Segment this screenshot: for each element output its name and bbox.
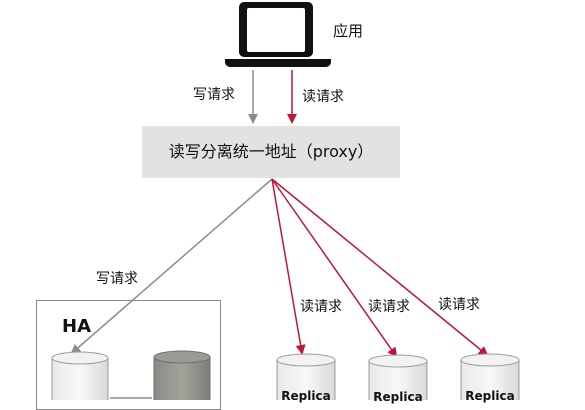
read-request-label-1: 读请求 [300, 299, 342, 315]
write-request-label-ha: 写请求 [96, 271, 138, 287]
write-request-label-top: 写请求 [193, 87, 235, 103]
replica-cylinder-1 [276, 353, 336, 400]
read-arrow-replica-3 [271, 178, 489, 357]
replica-label-3: Replica [465, 389, 515, 403]
diagram-canvas [51, 70, 520, 400]
replica-label-1: Replica [281, 389, 331, 403]
read-arrow-replica-2 [271, 178, 398, 358]
read-request-label-2: 读请求 [368, 299, 410, 315]
app-label: 应用 [333, 22, 364, 40]
ha-label: HA [62, 316, 91, 337]
write-arrow-ha [70, 178, 273, 355]
read-request-label-top: 读请求 [302, 89, 344, 105]
ha-primary-cylinder [51, 351, 109, 400]
laptop-base [225, 59, 331, 67]
replica-cylinder-2 [368, 354, 428, 400]
proxy-label: 读写分离统一地址（proxy） [168, 142, 374, 161]
laptop-screen-area [247, 8, 305, 52]
proxy-box [142, 126, 400, 178]
replica-cylinder-3 [460, 353, 520, 400]
replica-label-2: Replica [373, 390, 423, 404]
ha-standby-cylinder [153, 350, 211, 400]
read-arrow-replica-1 [271, 178, 306, 355]
read-request-label-3: 读请求 [438, 297, 480, 313]
